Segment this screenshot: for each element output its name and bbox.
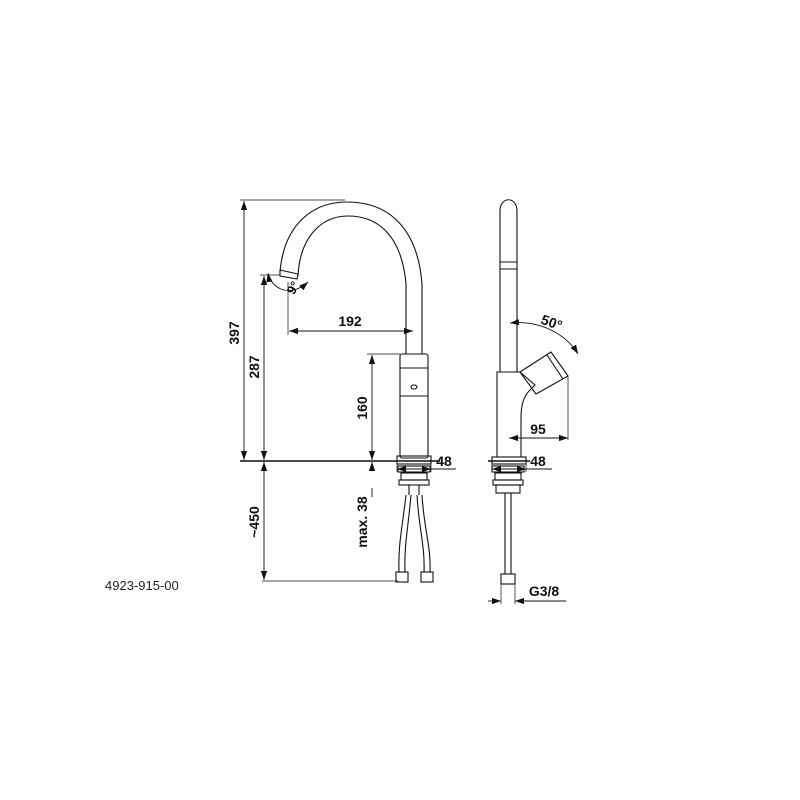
lever-handle	[519, 351, 569, 395]
dim-spout-angle: 9°	[283, 279, 302, 297]
side-nut	[495, 484, 521, 494]
dim-lever-angle: 50°	[539, 311, 564, 333]
supply-hose-right	[421, 494, 431, 573]
dim-below-deck: ~450	[246, 506, 262, 538]
side-spout-column	[499, 199, 518, 372]
dim-total-height: 397	[226, 321, 242, 345]
faucet-base	[396, 455, 432, 465]
spout-outline-outer	[279, 201, 423, 354]
angle-arc-9	[266, 272, 309, 291]
lever-handle-detail	[546, 354, 564, 380]
side-hose-fitting	[500, 573, 516, 585]
mounting-nut	[400, 472, 428, 481]
side-nut	[494, 472, 522, 481]
front-view	[240, 199, 456, 583]
aerator-tip	[279, 269, 299, 280]
supply-hose-left	[404, 494, 412, 573]
supply-hose-left	[398, 494, 407, 573]
dim-max-thickness: max. 38	[354, 496, 370, 548]
dim-body-height: 160	[354, 396, 370, 420]
dim-lever-reach: 95	[530, 421, 546, 437]
dim-base-diameter-side: 48	[530, 453, 546, 469]
mounting-nut	[398, 479, 430, 486]
dim-spout-height: 287	[246, 355, 262, 379]
body-logo-mark	[410, 384, 418, 390]
side-view	[488, 199, 579, 605]
hose-fitting-right	[420, 571, 434, 583]
dim-thread: G3/8	[529, 583, 560, 599]
dim-base-diameter-front: 48	[436, 453, 452, 469]
dim-projection: 192	[338, 313, 362, 329]
faucet-body	[399, 353, 429, 459]
side-nut	[492, 479, 524, 486]
product-code: 4923-915-00	[105, 578, 179, 593]
angle-arc-50	[509, 318, 579, 355]
hose-fitting-left	[395, 571, 409, 583]
spout-outline-inner	[297, 215, 407, 354]
supply-hose-right	[416, 494, 425, 573]
